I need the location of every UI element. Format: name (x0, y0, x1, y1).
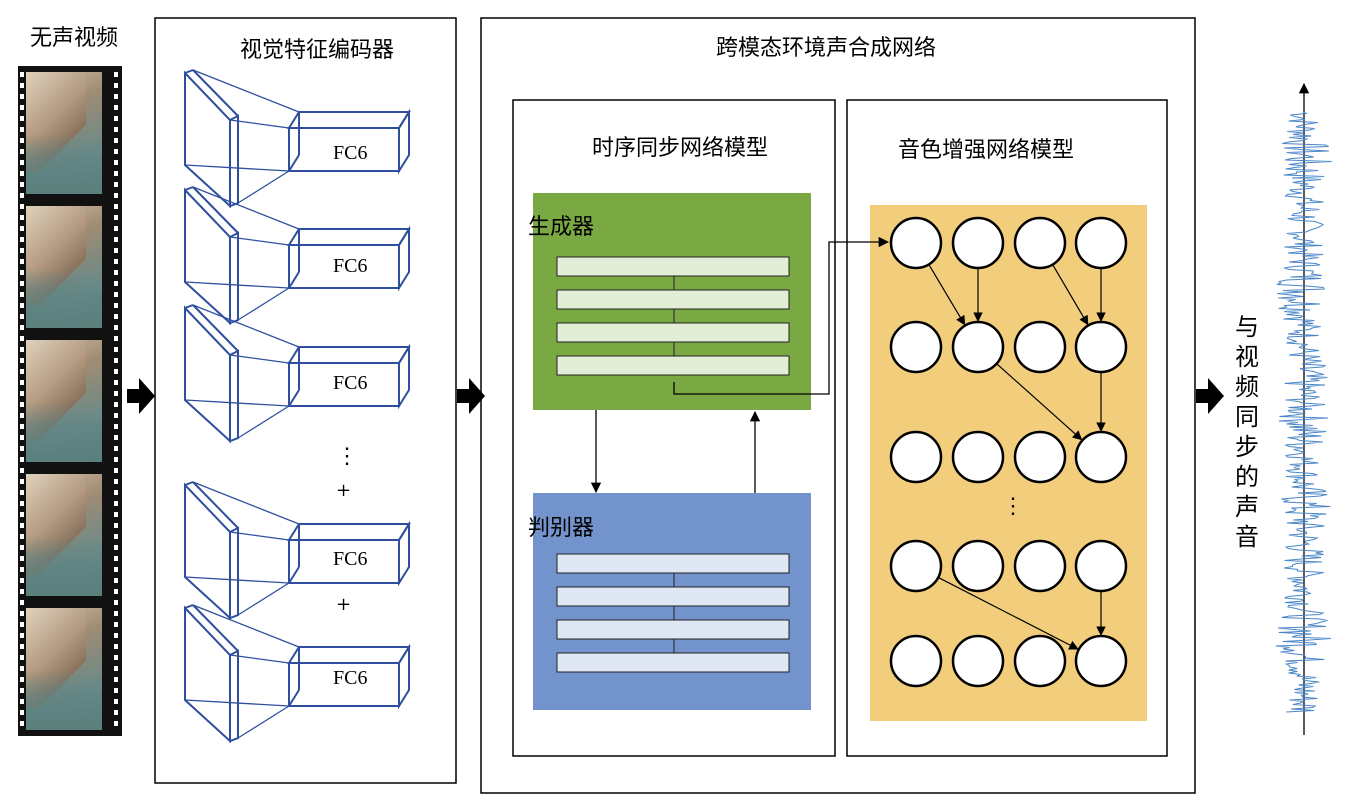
timbre-node (951, 634, 1005, 688)
timbre-model-title: 音色增强网络模型 (898, 138, 1075, 163)
timbre-node (1074, 430, 1128, 484)
video-frame (26, 340, 102, 462)
waveform-icon (1275, 82, 1332, 735)
timbre-connection-arrow (996, 363, 1083, 441)
encoder-ellipsis: ⋮ (336, 444, 358, 469)
network-layer (556, 619, 790, 640)
timbre-node (951, 539, 1005, 593)
fc-label: FC6 (333, 667, 368, 689)
timbre-node (1013, 216, 1067, 270)
timbre-node (889, 320, 943, 374)
timbre-node (951, 216, 1005, 270)
timbre-connection-arrow (1052, 264, 1089, 326)
timbre-ellipsis: ⋮ (1002, 494, 1024, 519)
timbre-connections (928, 264, 1106, 650)
timbre-node (889, 539, 943, 593)
network-layer (556, 586, 790, 607)
network-layer (556, 553, 790, 574)
conv-encoder-block (184, 69, 411, 209)
network-layer (556, 652, 790, 673)
timbre-model-panel (846, 99, 1168, 757)
fc-label: FC6 (333, 372, 368, 394)
conv-encoder-block (184, 186, 411, 326)
video-frame (26, 608, 102, 730)
flow-arrow-icon (127, 378, 155, 414)
timbre-connection-arrow (928, 264, 966, 326)
video-frame (26, 72, 102, 194)
video-frame (26, 474, 102, 596)
network-panel (480, 17, 1196, 794)
fc-label: FC6 (333, 255, 368, 277)
network-layer (556, 289, 790, 310)
timbre-connection-arrow (937, 576, 1079, 650)
generator-label: 生成器 (528, 215, 595, 240)
timbre-node (1074, 634, 1128, 688)
network-layer (556, 256, 790, 277)
timbre-node (1074, 216, 1128, 270)
fc-label: FC6 (333, 548, 368, 570)
timbre-node (951, 430, 1005, 484)
video-frame (26, 206, 102, 328)
timbre-node (889, 634, 943, 688)
output-title: 与视频同步的声音 (1235, 313, 1259, 551)
timbre-nodes (889, 216, 1128, 688)
sync-model-panel (512, 99, 836, 757)
timbre-node (1074, 539, 1128, 593)
encoder-panel (154, 17, 457, 784)
conv-encoder-block (184, 481, 411, 621)
encoder-plus: + (336, 480, 352, 501)
timbre-node (1074, 320, 1128, 374)
timbre-node (889, 216, 943, 270)
network-layer (556, 355, 790, 376)
sync-model-title: 时序同步网络模型 (592, 136, 769, 161)
input-title: 无声视频 (30, 26, 119, 51)
flow-arrow-icon (457, 378, 485, 414)
timbre-node (951, 320, 1005, 374)
generator-output-arrow (673, 236, 890, 395)
timbre-node (889, 430, 943, 484)
network-layer (556, 322, 790, 343)
conv-encoder-block (184, 604, 411, 744)
generator-layers (556, 256, 790, 376)
flow-arrow-icon (1196, 378, 1224, 414)
discriminator-layers (556, 553, 790, 673)
fc-label: FC6 (333, 142, 368, 164)
discriminator-label: 判别器 (528, 516, 595, 541)
timbre-node (1013, 634, 1067, 688)
encoder-title: 视觉特征编码器 (240, 38, 395, 63)
timbre-node (1013, 539, 1067, 593)
encoder-plus: + (336, 594, 352, 615)
timbre-node (1013, 430, 1067, 484)
timbre-node (1013, 320, 1067, 374)
conv-encoder-block (184, 304, 411, 444)
network-title: 跨模态环境声合成网络 (716, 36, 937, 61)
encoder-stack (184, 69, 411, 744)
